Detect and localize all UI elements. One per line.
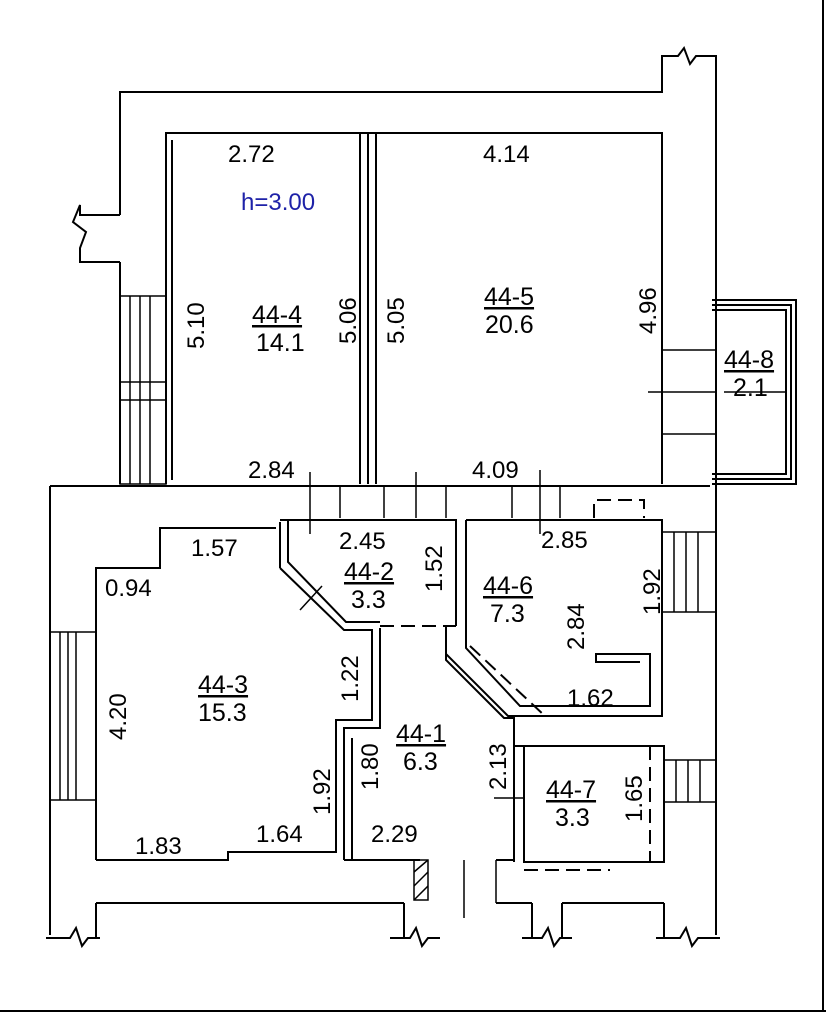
room-id: 44-8 <box>724 346 774 374</box>
window-44-7 <box>664 759 716 803</box>
dim-r3-diag: 0.94 <box>105 575 152 602</box>
dim-r4-bottom: 2.84 <box>248 457 295 484</box>
dim-r3-top: 1.57 <box>191 535 238 562</box>
room-area: 20.6 <box>485 311 534 339</box>
room-area: 3.3 <box>351 586 386 614</box>
dim-r5-left: 5.05 <box>383 297 410 344</box>
ceiling-height-label: h=3.00 <box>241 189 315 216</box>
room-area: 6.3 <box>403 748 438 776</box>
room-id: 44-3 <box>198 671 248 699</box>
dim-r3-right-upper: 1.22 <box>337 655 364 702</box>
dim-r5-bottom: 4.09 <box>472 457 519 484</box>
room-id: 44-5 <box>484 283 534 311</box>
partition-44-4-44-5 <box>359 133 377 484</box>
room-label-44-6: 44-6 7.3 <box>483 572 533 628</box>
corridor-door-marks <box>309 470 561 534</box>
dim-r6-top: 2.85 <box>541 527 588 554</box>
room-label-44-5: 44-5 20.6 <box>484 283 534 339</box>
room-id: 44-2 <box>344 558 394 586</box>
dim-r1-right: 2.13 <box>485 743 512 790</box>
dim-r3-left: 4.20 <box>105 693 132 740</box>
room-44-1 <box>343 628 515 918</box>
dim-r1-bottom: 2.29 <box>371 821 418 848</box>
dim-r5-top: 4.14 <box>483 141 530 168</box>
room-label-44-2: 44-2 3.3 <box>344 558 394 614</box>
room-label-44-3: 44-3 15.3 <box>198 671 248 727</box>
room-label-44-4: 44-4 14.1 <box>252 301 305 357</box>
dim-r6-inner: 2.84 <box>563 603 590 650</box>
dim-r3-bottom-right: 1.64 <box>256 821 303 848</box>
dim-r3-bottom-left: 1.83 <box>135 833 182 860</box>
window-left-lower <box>49 631 97 801</box>
room-area: 15.3 <box>198 699 247 727</box>
room-id: 44-1 <box>396 720 446 748</box>
room-label-44-8: 44-8 2.1 <box>724 346 774 402</box>
room-44-3 <box>49 522 373 861</box>
window-44-6 <box>662 531 716 613</box>
room-44-7 <box>494 745 716 871</box>
room-id: 44-6 <box>483 572 533 600</box>
room-44-4 <box>119 132 361 485</box>
room-44-2 <box>280 519 457 627</box>
dim-r4-right: 5.06 <box>335 297 362 344</box>
dim-r3-right-lower: 1.92 <box>309 768 336 815</box>
dim-r7-right: 1.65 <box>621 775 648 822</box>
room-area: 2.1 <box>733 374 768 402</box>
room-area: 14.1 <box>256 329 305 357</box>
room-label-44-1: 44-1 6.3 <box>396 720 446 776</box>
room-44-6 <box>445 499 716 717</box>
entrance-door <box>413 859 497 918</box>
dim-r6-right: 1.92 <box>639 568 666 615</box>
dim-r4-top: 2.72 <box>228 141 275 168</box>
dim-r4-left: 5.10 <box>183 302 210 349</box>
dim-r6-bottom: 1.62 <box>567 685 614 712</box>
window-right-balcony <box>648 349 716 435</box>
dim-r2-top: 2.45 <box>339 528 386 555</box>
room-label-44-7: 44-7 3.3 <box>546 776 596 832</box>
room-id: 44-4 <box>252 301 302 329</box>
window-left-upper <box>119 295 167 485</box>
room-44-5 <box>166 132 716 484</box>
room-area: 3.3 <box>555 804 590 832</box>
dim-r1-left: 1.80 <box>357 743 384 790</box>
room-44-8 <box>712 299 797 485</box>
dimension-labels: 2.72 4.14 5.10 5.06 5.05 4.96 2.84 4.09 … <box>105 141 666 860</box>
dim-r2-right: 1.52 <box>421 545 448 592</box>
room-id: 44-7 <box>546 776 596 804</box>
room-area: 7.3 <box>490 600 525 628</box>
dim-r5-right: 4.96 <box>635 287 662 334</box>
